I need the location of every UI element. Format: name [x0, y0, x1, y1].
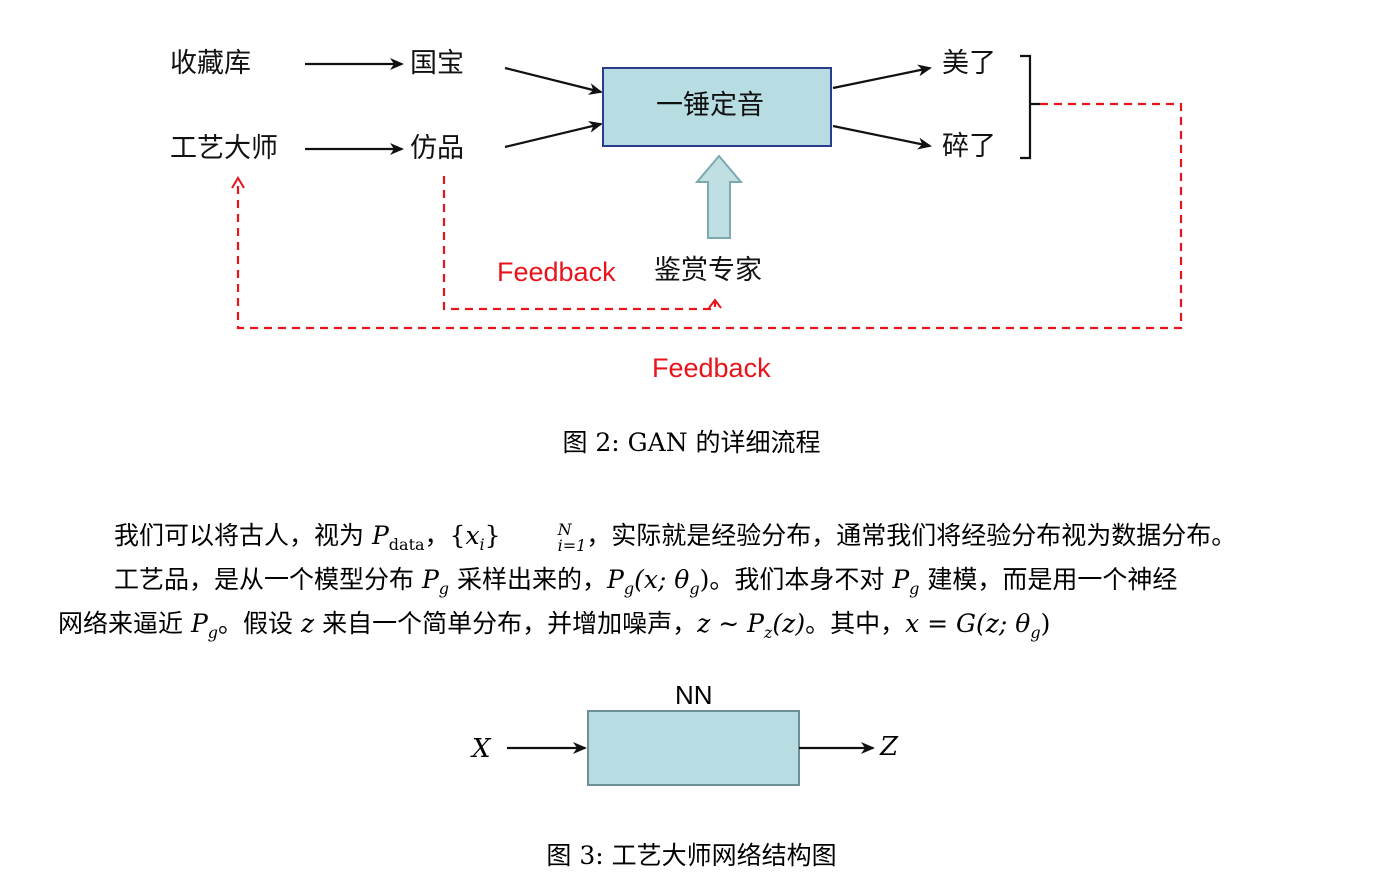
node-craftsman: 工艺大师: [170, 133, 278, 164]
nn-output-label: Z: [880, 732, 899, 762]
node-fake: 仿品: [410, 133, 464, 164]
arrow-decision-broken: [832, 124, 932, 150]
arrow-treasure-decision: [504, 66, 603, 95]
node-broken: 碎了: [942, 131, 996, 162]
nn-box-label: NN: [675, 680, 713, 710]
figure2-caption: 图 2: GAN 的详细流程: [562, 428, 821, 457]
nn-box: [587, 710, 800, 786]
paragraph-line-2: 工艺品，是从一个模型分布 Pg 采样出来的，Pg(x; θg)。我们本身不对 P…: [114, 565, 1178, 598]
feedback-outer-line: [236, 102, 1183, 330]
decision-box: [602, 67, 832, 147]
node-decision: 一锤定音: [656, 90, 764, 121]
figure3-caption: 图 3: 工艺大师网络结构图: [546, 841, 837, 870]
feedback-inner-label: Feedback: [497, 257, 616, 287]
node-treasure: 国宝: [410, 48, 464, 79]
node-collection: 收藏库: [170, 48, 251, 79]
nn-input-label: X: [472, 734, 491, 764]
feedback-outer-arrowhead: [231, 176, 245, 189]
result-bracket: [1020, 54, 1040, 160]
arrow-fake-decision: [504, 120, 603, 149]
feedback-inner-line: [442, 176, 717, 311]
feedback-inner-arrowhead: [708, 298, 722, 309]
arrow-decision-beautiful: [832, 64, 932, 90]
feedback-outer-label: Feedback: [652, 353, 771, 383]
paragraph-line-3: 网络来逼近 Pg。假设 z 来自一个简单分布，并增加噪声，z ∼ Pz(z)。其…: [58, 609, 1051, 642]
expert-up-arrow: [694, 154, 744, 239]
node-beautiful: 美了: [942, 48, 996, 79]
gan-flow-diagram: [231, 54, 1183, 330]
node-expert: 鉴赏专家: [654, 255, 762, 286]
